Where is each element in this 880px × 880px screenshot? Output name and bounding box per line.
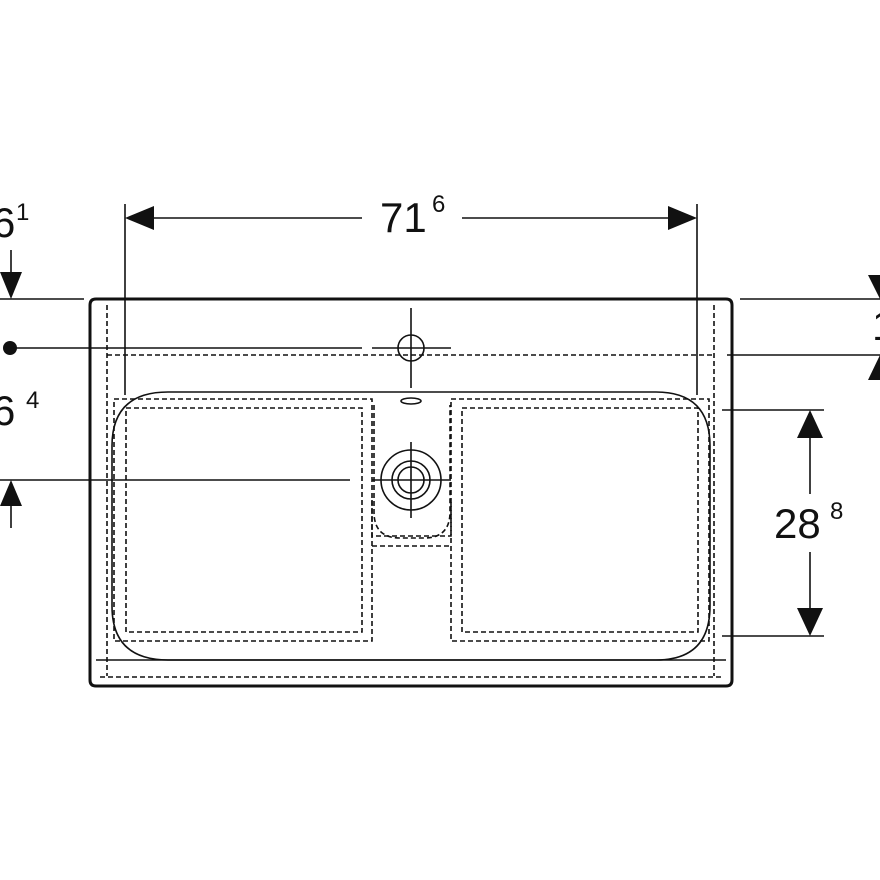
arrow-down [868,275,880,299]
arrow-up [797,410,823,438]
arrow-right [668,206,697,230]
arrow-up [0,480,22,506]
arrow-down [0,272,22,299]
mid-left-value-sup: 4 [26,387,39,414]
top-left-value: 6 [0,199,15,246]
mid-left-value: 6 [0,387,15,434]
width-value-sup: 6 [432,191,445,218]
top-left-value-sup: 1 [16,199,29,226]
right-top-dimension: 1 [727,275,880,380]
right-top-value: 1 [872,302,880,349]
width-value: 71 [380,194,427,241]
tap-hole [372,308,451,405]
bowl-depth-value: 28 [774,500,821,547]
bowl [111,391,711,661]
bowl-depth-dimension: 28 8 [722,409,843,637]
mid-left-dimension: 6 4 [0,387,350,528]
arrow-left [125,206,154,230]
top-left-dimension: 6 1 [0,199,362,355]
width-dimension: 71 6 [124,191,698,395]
arrow-down [797,608,823,636]
arrow-up [868,355,880,380]
bowl-depth-value-sup: 8 [830,498,843,525]
drain [372,442,451,518]
hidden-edges [100,305,722,678]
